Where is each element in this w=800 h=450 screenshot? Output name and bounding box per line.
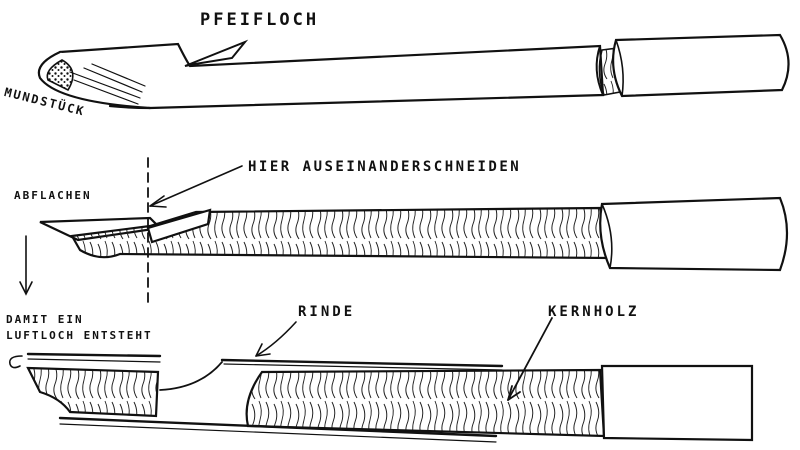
label-kernholz: KERNHOLZ <box>548 304 640 320</box>
top-whistle <box>37 33 790 110</box>
middle-bark-sleeve <box>599 196 789 272</box>
label-hier-auseinanderschneiden: HIER AUSEINANDERSCHNEIDEN <box>248 159 522 175</box>
top-body-outline <box>58 42 605 110</box>
bark-top <box>26 352 504 368</box>
label-abflachen: ABFLACHEN <box>14 189 92 202</box>
bottom-section <box>8 317 754 443</box>
middle-whistle <box>19 157 789 309</box>
kernholz-arrow <box>507 317 553 401</box>
luftloch-arrow <box>8 355 23 369</box>
label-pfeifloch: PFEIFLOCH <box>200 10 320 30</box>
core-left <box>26 366 160 418</box>
core-right <box>245 368 606 438</box>
bark-sleeve <box>611 33 790 98</box>
label-luftloch-entsteht: LUFTLOCH ENTSTEHT <box>6 329 153 342</box>
mouthpiece-cut-face <box>46 59 74 92</box>
label-rinde: RINDE <box>298 304 356 320</box>
cut-arrow <box>149 165 243 207</box>
bark-ring <box>595 45 604 96</box>
rinde-arrow <box>255 321 297 357</box>
flattened-strip-right <box>146 208 212 244</box>
label-damit-ein: DAMIT EIN <box>6 313 84 326</box>
air-channel <box>159 361 223 391</box>
mouthpiece-grain <box>69 63 146 105</box>
bottom-bark-sleeve <box>600 364 754 442</box>
whistle-hole <box>184 39 249 67</box>
